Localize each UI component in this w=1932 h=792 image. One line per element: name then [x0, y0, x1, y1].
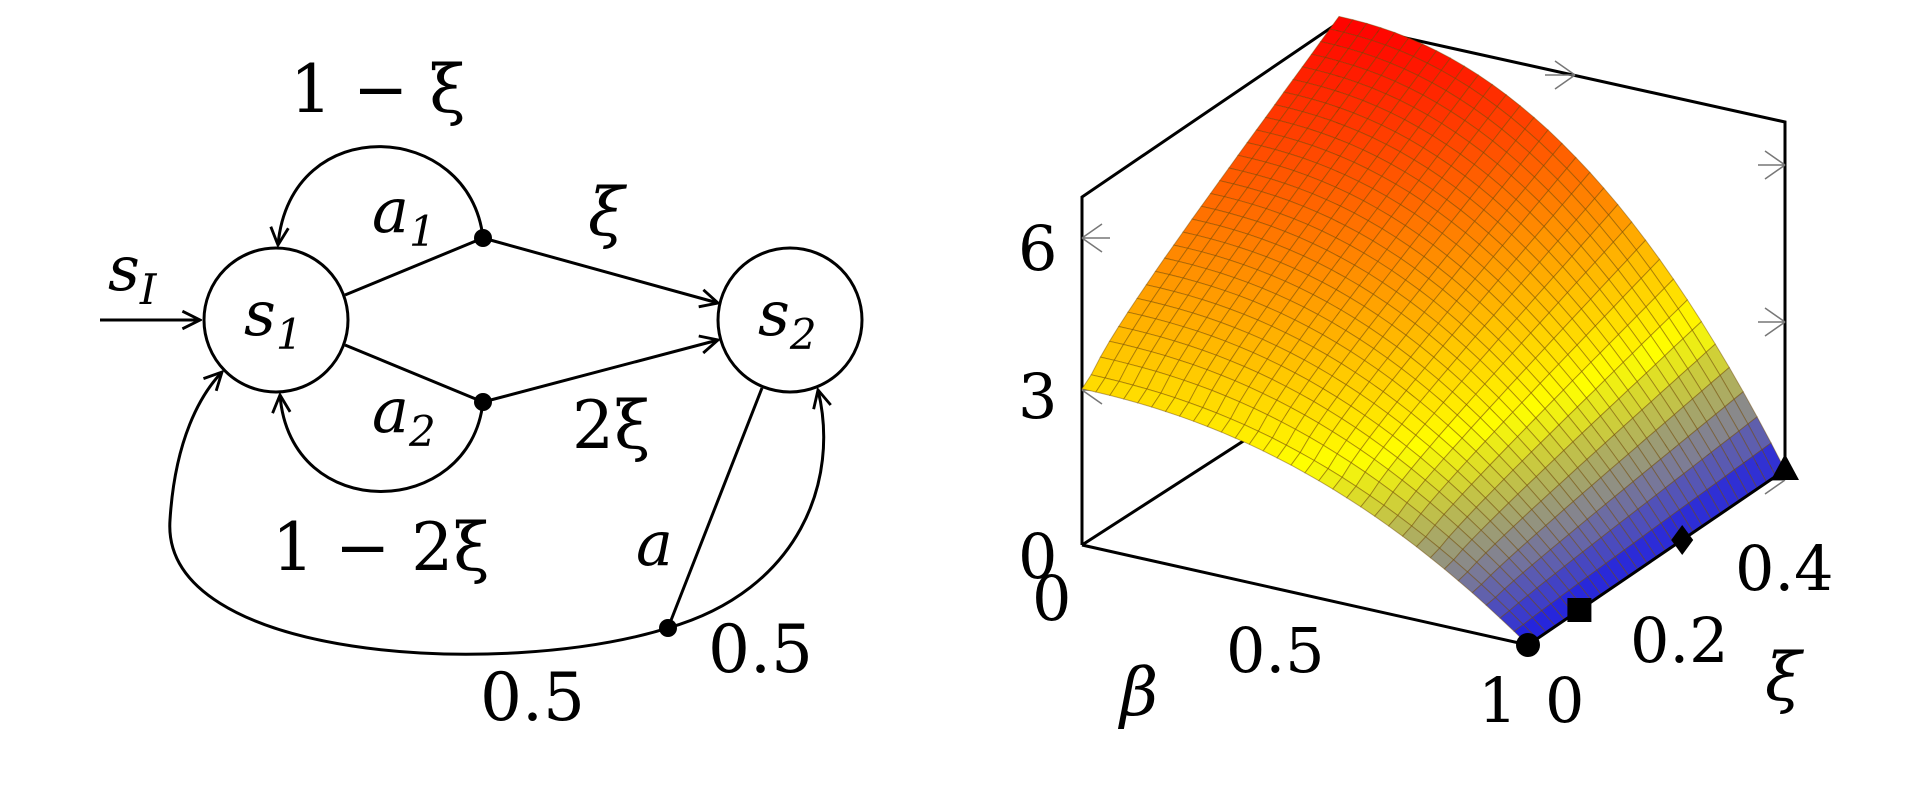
action-a-label: a — [636, 507, 673, 580]
x-tick-0: 0 — [1032, 562, 1071, 635]
label-a-to-s1: 0.5 — [480, 659, 585, 736]
edge-s1-to-a2 — [344, 343, 484, 404]
marker-circle — [1516, 633, 1540, 657]
label-a1-to-s2: ξ — [588, 174, 628, 251]
edge-s2-to-a — [666, 387, 764, 629]
marker-diamond — [1671, 525, 1694, 555]
edge-s1-to-a1 — [344, 236, 484, 297]
z-tick-0: 0 — [1018, 520, 1057, 593]
edge-a-to-s2 — [667, 390, 824, 630]
y-tick-0: 0 — [1545, 664, 1584, 737]
y-axis-label: ξ — [1765, 639, 1805, 716]
x-axis-line — [1081, 543, 1529, 647]
z-tick-6: 6 — [1018, 212, 1057, 285]
label-a1-self: 1 − ξ — [290, 51, 466, 128]
action-a1-label: a1 — [372, 174, 436, 256]
edge-a-to-s1 — [168, 372, 669, 656]
state-s2-label: s2 — [758, 277, 817, 359]
label-a-to-s2: 0.5 — [708, 611, 813, 688]
edge-a2-self-loop — [280, 395, 485, 493]
edge-a2-to-s2 — [482, 340, 718, 404]
action-a2-label: a2 — [372, 374, 436, 456]
edge-a1-self-loop — [278, 145, 485, 245]
x-tick-1: 1 — [1478, 664, 1517, 737]
edge-a1-to-s2 — [482, 236, 718, 303]
mdp-diagram: sI s1 s2 a1 1 − ξ ξ a2 1 − 2ξ 2ξ a 0.5 0… — [100, 51, 864, 736]
label-a2-self: 1 − 2ξ — [272, 509, 490, 586]
x-axis-label: β — [1117, 654, 1158, 731]
z-tick-3: 3 — [1018, 360, 1057, 433]
surface-chart: 6 3 0 0 0.5 1 β 0 0.2 0.4 ξ — [1018, 15, 1834, 737]
initial-state-label: sI — [108, 232, 158, 314]
surface-mesh — [1081, 15, 1786, 646]
y-tick-0-4: 0.4 — [1735, 532, 1834, 605]
state-s2 — [716, 246, 864, 394]
x-tick-0-5: 0.5 — [1226, 614, 1325, 687]
label-a2-to-s2: 2ξ — [572, 387, 650, 464]
marker-triangle — [1771, 454, 1799, 480]
state-s1-label: s1 — [244, 277, 303, 359]
y-tick-0-2: 0.2 — [1630, 604, 1729, 677]
marker-square — [1567, 598, 1592, 622]
axis-markers — [1516, 454, 1799, 657]
